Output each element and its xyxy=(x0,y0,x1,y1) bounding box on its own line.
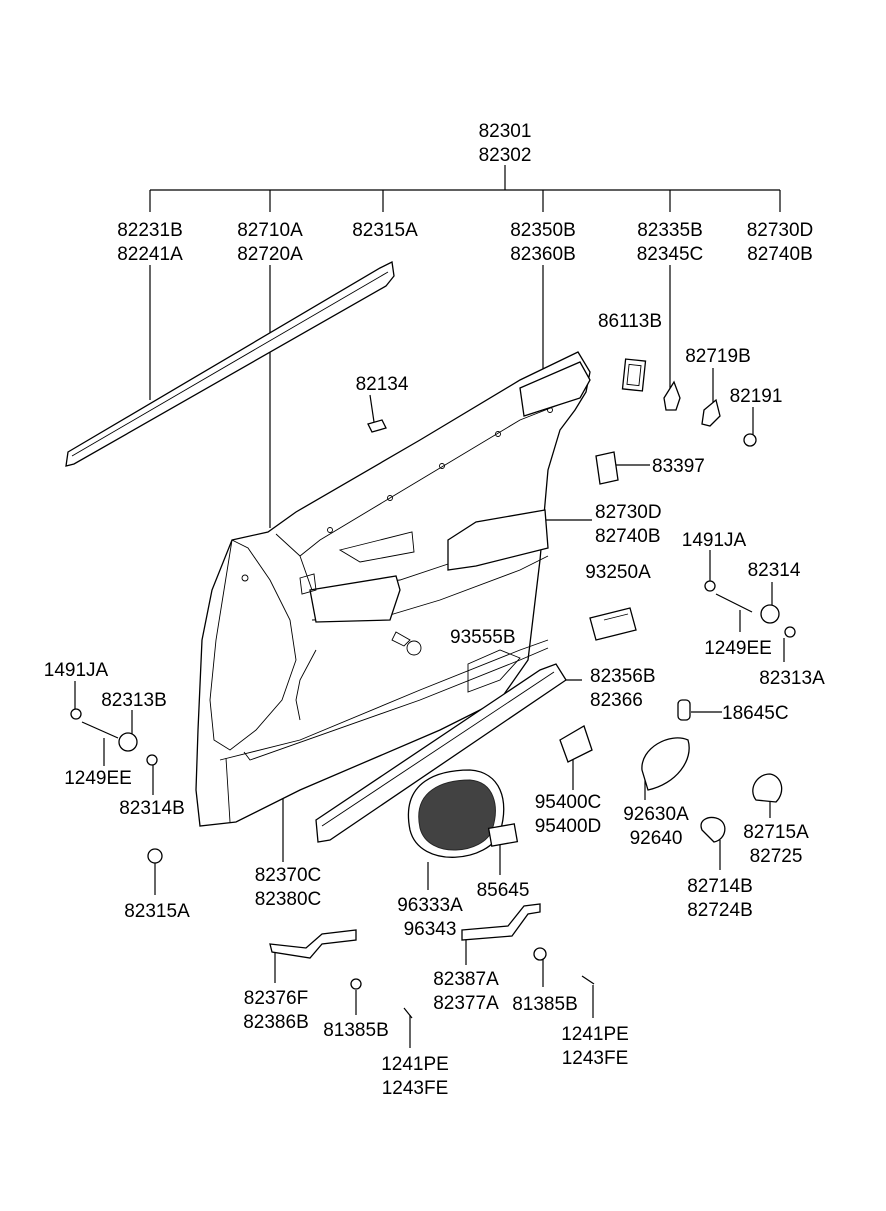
speaker-grille xyxy=(407,769,505,858)
label-screw-r2: 1249EE xyxy=(704,638,772,659)
label-82719: 82719B xyxy=(685,346,751,367)
label-screw-bl-1: 1241PE xyxy=(381,1054,449,1075)
label-bracket-m-1: 82387A xyxy=(433,969,499,990)
label-grille-2: 96343 xyxy=(404,919,457,940)
door-molding xyxy=(65,261,395,467)
label-screw-l: 1491JA xyxy=(44,660,109,681)
label-nut-r: 82313A xyxy=(759,668,825,689)
label-armrest-mid-2: 82740B xyxy=(595,526,661,547)
label-lower-trim-1: 82356B xyxy=(590,666,656,687)
label-switch: 93250A xyxy=(585,562,651,583)
callout-labels: 82301 82302 82231B 82241A 82710A 82720A … xyxy=(44,121,825,1099)
label-panel-1: 82710A xyxy=(237,220,303,241)
label-cap-r2-2: 82724B xyxy=(687,900,753,921)
label-clip-top: 82315A xyxy=(352,220,418,241)
label-bushing-l: 82313B xyxy=(101,690,167,711)
label-molding-2: 82241A xyxy=(117,244,183,265)
label-bracket-l-2: 82386B xyxy=(243,1012,309,1033)
label-armrest-top-1: 82730D xyxy=(747,220,814,241)
label-reflector-2: 92640 xyxy=(630,828,683,849)
label-grip-2: 82345C xyxy=(637,244,704,265)
label-grille-1: 96333A xyxy=(397,895,463,916)
label-panel-2: 82720A xyxy=(237,244,303,265)
label-grommet-l: 81385B xyxy=(323,1020,389,1041)
label-upper-2: 82360B xyxy=(510,244,576,265)
leader-lines xyxy=(74,165,785,1048)
label-bushing-r: 82314 xyxy=(748,560,801,581)
label-retainer: 93555B xyxy=(450,627,516,648)
label-lower-trim-2: 82366 xyxy=(590,690,643,711)
label-screw-br-1: 1241PE xyxy=(561,1024,629,1045)
label-cap-r2-1: 82714B xyxy=(687,876,753,897)
label-upper-1: 82350B xyxy=(510,220,576,241)
label-cap-r-1: 82715A xyxy=(743,822,809,843)
label-83397: 83397 xyxy=(652,456,705,477)
label-panel-lower-1: 82370C xyxy=(255,865,322,886)
label-panel-lower-2: 82380C xyxy=(255,889,322,910)
label-grommet-m: 81385B xyxy=(512,994,578,1015)
lower-trim-strip xyxy=(315,663,567,843)
label-clip-bottom: 82315A xyxy=(124,901,190,922)
label-screw-l2: 1249EE xyxy=(64,768,132,789)
label-screw-bl-2: 1243FE xyxy=(382,1078,449,1099)
label-bracket-small: 85645 xyxy=(477,880,530,901)
small-parts xyxy=(70,358,796,1019)
label-module-1: 95400C xyxy=(535,792,602,813)
label-cap: 82191 xyxy=(730,386,783,407)
label-top-1: 82301 xyxy=(479,121,532,142)
label-screw-br-2: 1243FE xyxy=(562,1048,629,1069)
label-nut-l: 82314B xyxy=(119,798,185,819)
label-bracket-l-1: 82376F xyxy=(244,988,308,1009)
label-pad: 86113B xyxy=(598,311,662,332)
label-screw-r: 1491JA xyxy=(682,530,747,551)
label-armrest-top-2: 82740B xyxy=(747,244,813,265)
label-82134: 82134 xyxy=(356,374,409,395)
label-cap-r-2: 82725 xyxy=(750,846,803,867)
label-molding-1: 82231B xyxy=(117,220,183,241)
label-top-2: 82302 xyxy=(479,145,532,166)
label-plug: 18645C xyxy=(722,703,789,724)
label-grip-1: 82335B xyxy=(637,220,703,241)
label-bracket-m-2: 82377A xyxy=(433,993,499,1014)
label-armrest-mid-1: 82730D xyxy=(595,502,662,523)
label-module-2: 95400D xyxy=(535,816,602,837)
door-trim-panel xyxy=(195,351,591,827)
label-reflector-1: 92630A xyxy=(623,804,689,825)
